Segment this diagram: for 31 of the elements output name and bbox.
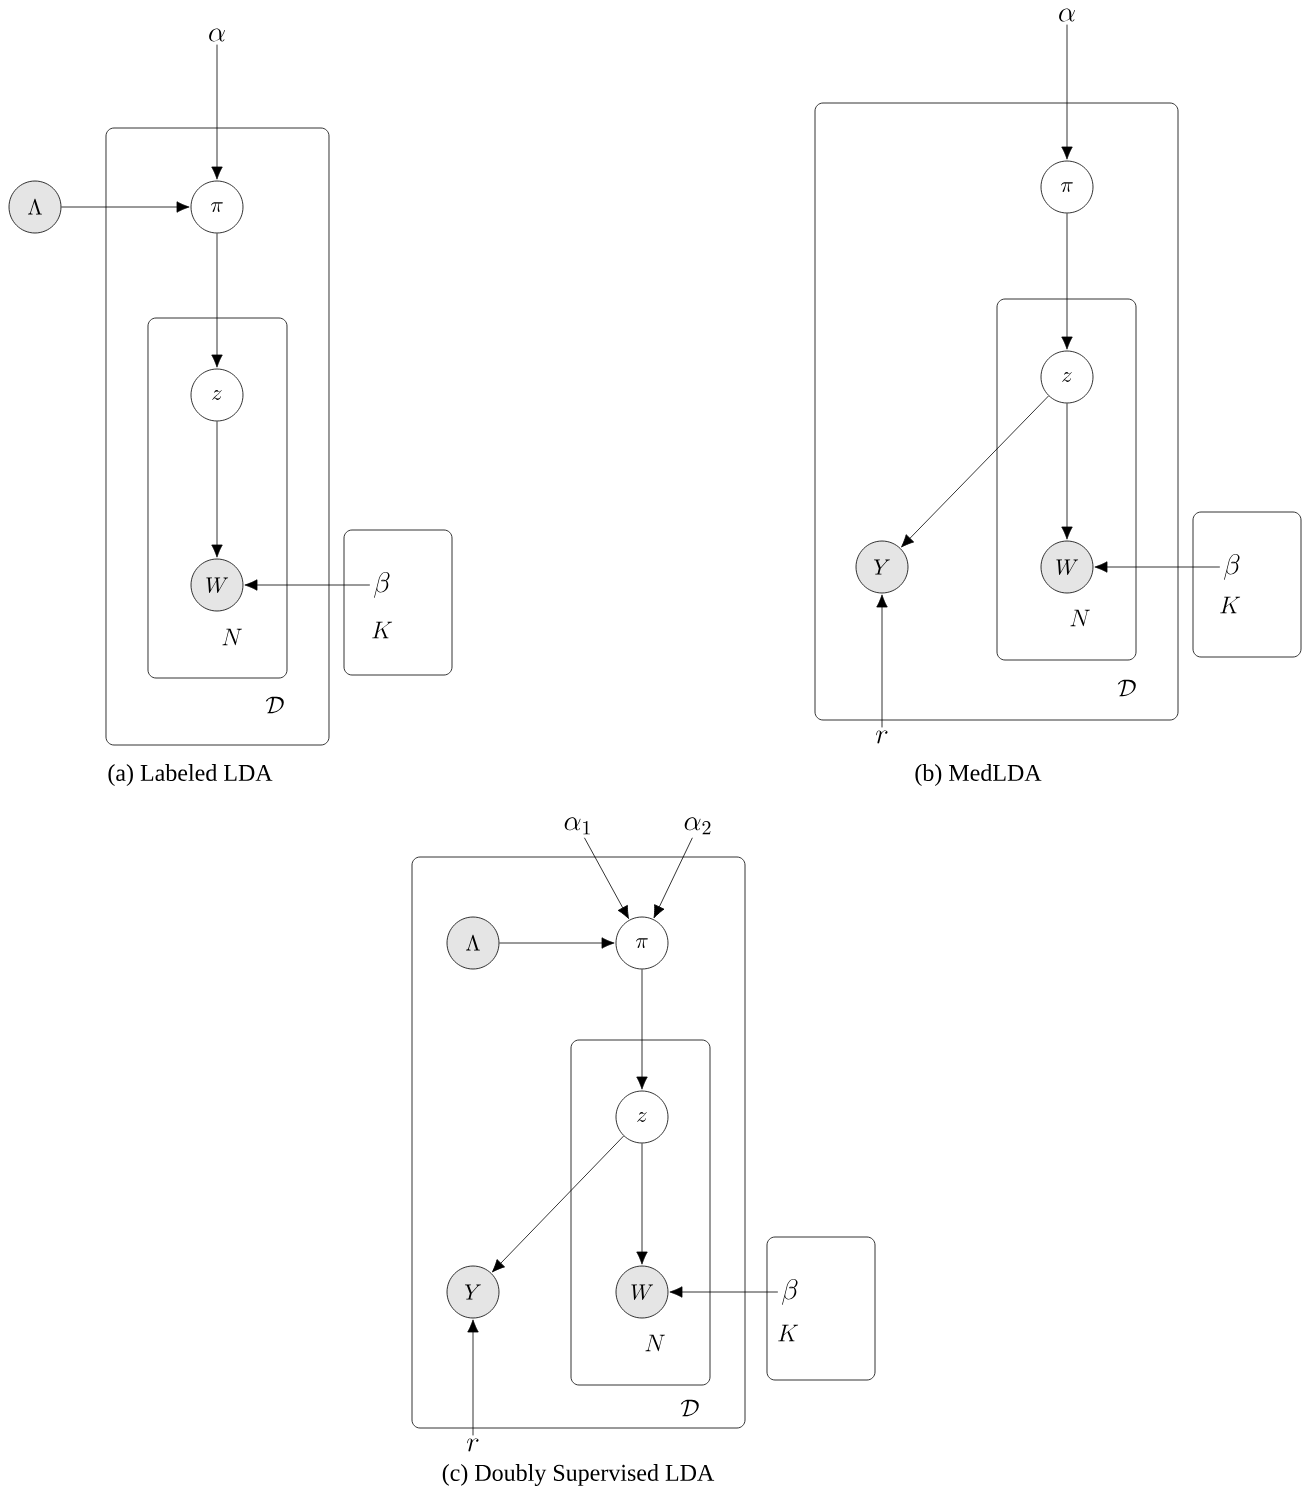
parameter-label: $r$ (467, 1438, 479, 1452)
arrow (1061, 403, 1073, 540)
parameter-label: $\alpha$ (209, 28, 225, 42)
parameter-label: $\beta$ (374, 571, 390, 598)
arrow (1061, 213, 1073, 350)
parameter-label: $\alpha$ (1059, 8, 1075, 22)
arrow (61, 201, 190, 213)
arrow (636, 969, 648, 1090)
arrow (491, 1135, 625, 1273)
arrow (653, 837, 693, 919)
subfigure-caption: (a) Labeled LDA (108, 764, 273, 786)
parameter-label: $\beta$ (782, 1278, 798, 1305)
arrow (636, 1143, 648, 1265)
arrow (584, 837, 630, 919)
arrow (499, 937, 615, 949)
arrow (244, 579, 371, 591)
parameter-label: $\alpha_2$ (684, 817, 711, 835)
arrow (467, 1319, 479, 1436)
parameter-label: $\beta$ (1224, 553, 1240, 580)
arrow (211, 421, 223, 558)
parameter-label: $\alpha_1$ (564, 817, 590, 835)
arrow (1061, 24, 1073, 160)
arrow (901, 395, 1049, 548)
arrow (876, 594, 888, 728)
subfigure-caption: (c) Doubly Supervised LDA (442, 1464, 715, 1486)
parameter-label: $r$ (876, 730, 888, 744)
arrow (211, 233, 223, 368)
arrow (669, 1286, 779, 1298)
arrow (1094, 561, 1221, 573)
subfigure-caption: (b) MedLDA (915, 764, 1042, 786)
arrow (211, 44, 223, 180)
